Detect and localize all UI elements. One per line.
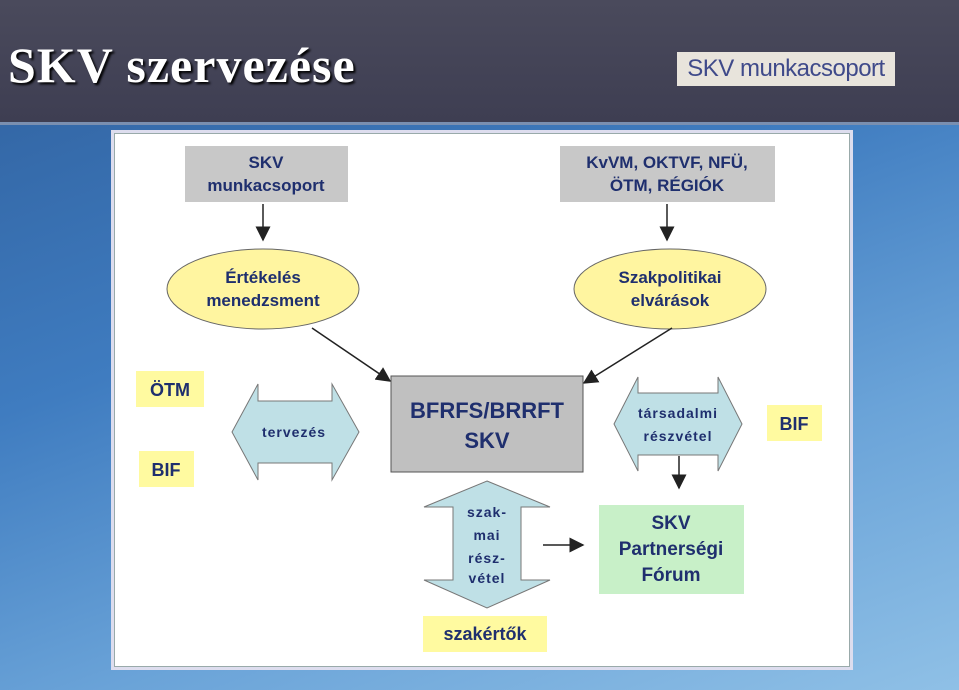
policy-line1: Szakpolitikai [619,268,722,287]
evaluation-line2: menedzsment [206,291,320,310]
planning-double-arrow: tervezés [231,382,360,482]
ministries-box: KvVM, OKTVF, NFÜ, ÖTM, RÉGIÓK [560,146,775,202]
professional-line1: szak- [467,504,507,520]
center-line1: BFRFS/BRRFT [410,398,565,423]
planning-label: tervezés [262,424,326,440]
professional-line3: rész- [468,550,506,566]
slide-title: SKV szervezése [8,37,356,93]
evaluation-ellipse: Értékelés menedzsment [166,248,360,330]
title-bar: SKV szervezése SKV munkacsoport [0,0,959,125]
svg-text:BIF: BIF [780,414,809,434]
skv-group-line1: SKV [249,153,285,172]
policy-ellipse: Szakpolitikai elvárások [573,248,767,330]
arrow-evaluation-to-center [311,327,392,382]
social-participation-double-arrow: társadalmi részvétel [613,376,743,472]
evaluation-line1: Értékelés [225,268,301,287]
partnership-forum-box: SKV Partnerségi Fórum [599,505,744,594]
skv-group-badge: SKV munkacsoport [677,52,895,86]
forum-line2: Partnerségi [619,539,724,560]
svg-text:BIF: BIF [152,460,181,480]
forum-line3: Fórum [641,565,700,586]
skv-group-line2: munkacsoport [207,176,324,195]
professional-line4: vétel [469,570,506,586]
otm-label: ÖTM [136,371,204,407]
experts-label: szakértők [423,616,547,652]
svg-text:ÖTM: ÖTM [150,380,190,400]
bif-right-label: BIF [767,405,822,441]
professional-participation-double-arrow: szak- mai rész- vétel [423,480,551,609]
forum-line1: SKV [651,513,690,534]
professional-line2: mai [473,527,500,543]
policy-line2: elvárások [631,291,710,310]
center-line2: SKV [464,428,510,453]
center-box: BFRFS/BRRFT SKV [390,375,584,473]
ministries-line2: ÖTM, RÉGIÓK [610,176,725,195]
social-line2: részvétel [644,428,713,444]
ministries-line1: KvVM, OKTVF, NFÜ, [586,153,748,172]
svg-text:szakértők: szakértők [443,624,527,644]
social-line1: társadalmi [638,405,718,421]
skv-group-box: SKV munkacsoport [185,146,348,202]
bif-left-label: BIF [139,451,194,487]
arrow-policy-to-center [582,327,673,384]
